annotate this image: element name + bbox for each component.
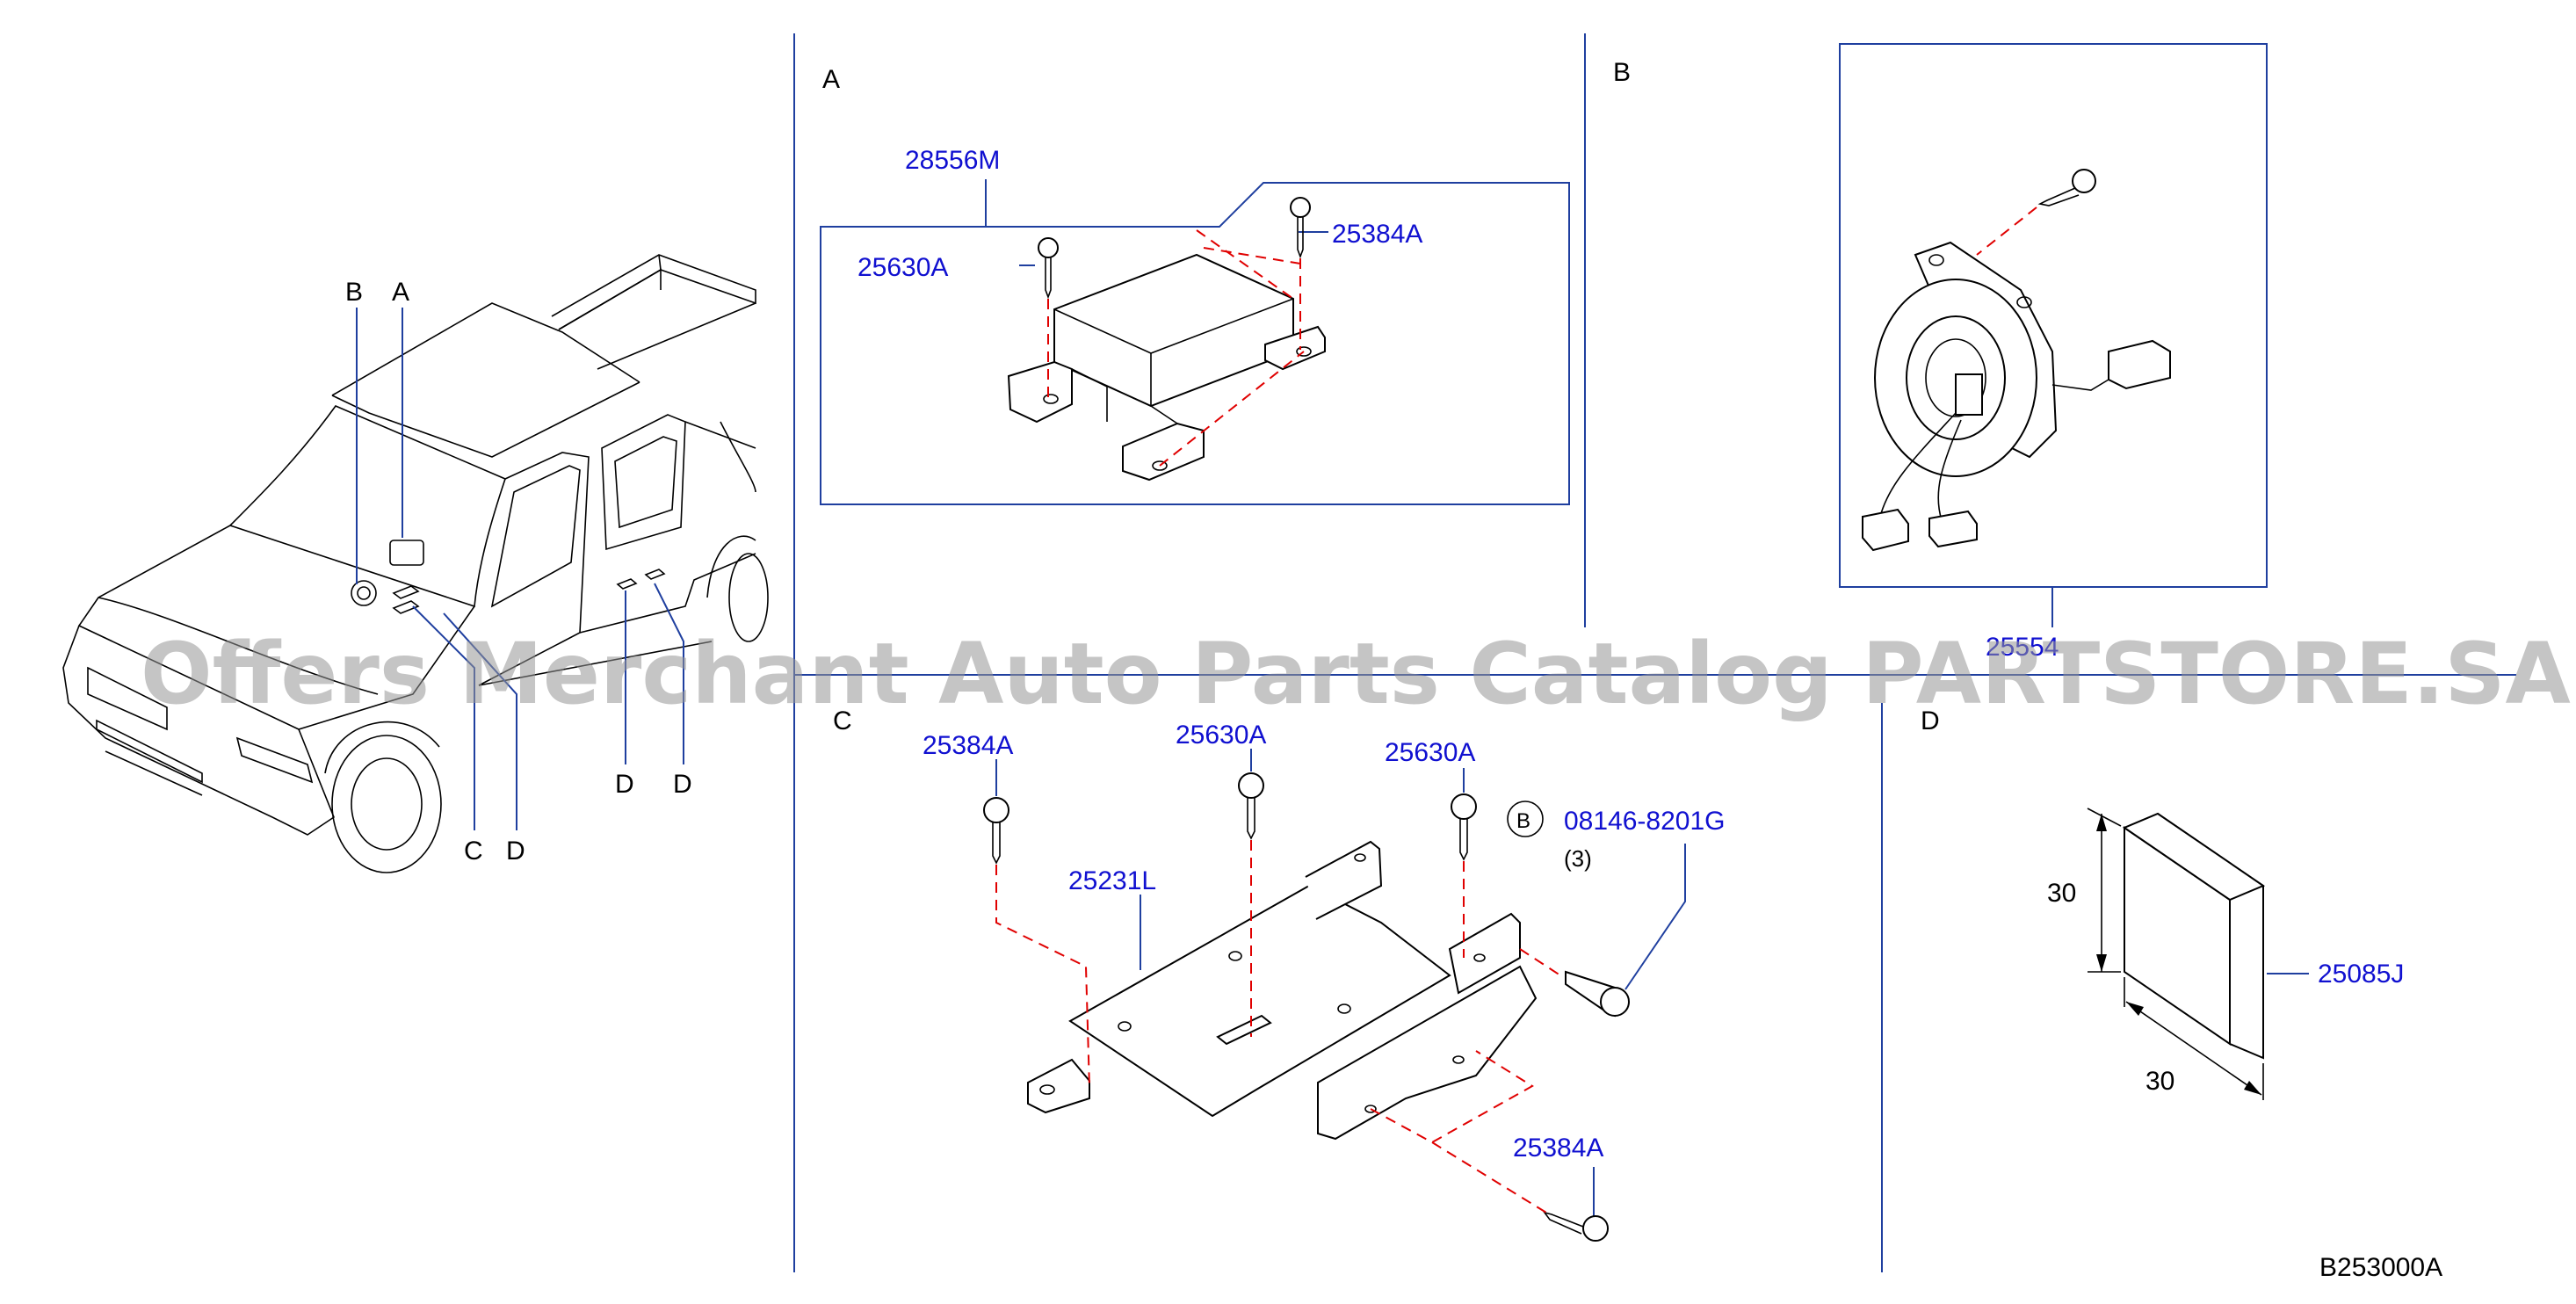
section-d-letter: D <box>1921 706 1940 735</box>
section-dividers <box>793 33 2516 1272</box>
section-b-drawing <box>1839 43 2268 627</box>
overview-leaders <box>356 308 684 830</box>
callout-b: B <box>345 278 363 307</box>
section-c-drawing <box>983 749 1686 1242</box>
callout-d-2: D <box>615 770 634 799</box>
callout-d-1: D <box>506 837 525 866</box>
section-b-letter: B <box>1613 58 1631 87</box>
callout-c: C <box>464 837 483 866</box>
part-25630a-a[interactable]: 25630A <box>857 253 948 282</box>
section-a-letter: A <box>822 65 840 94</box>
part-25630a-c2[interactable]: 25630A <box>1385 738 1475 767</box>
watermark: Offers Merchant Auto Parts Catalog PARTS… <box>141 625 2571 723</box>
part-25384a-c2[interactable]: 25384A <box>1513 1134 1603 1163</box>
part-08146-8201g[interactable]: 08146-8201G <box>1564 807 1726 836</box>
dimension-width: 30 <box>2145 1067 2174 1096</box>
part-25384a-c1[interactable]: 25384A <box>923 731 1013 760</box>
callout-d-3: D <box>673 770 692 799</box>
callout-a: A <box>392 278 409 307</box>
part-25384a-a[interactable]: 25384A <box>1332 220 1422 249</box>
section-d-drawing <box>2087 808 2309 1100</box>
bolt-quantity: (3) <box>1564 845 1592 872</box>
diagram-code: B253000A <box>2319 1253 2442 1282</box>
bolt-symbol-b: B <box>1516 809 1530 833</box>
part-25630a-c1[interactable]: 25630A <box>1176 721 1266 750</box>
part-28556m[interactable]: 28556M <box>905 146 1000 175</box>
section-c-letter: C <box>833 706 852 735</box>
truck-overview <box>62 254 769 873</box>
dimension-height: 30 <box>2047 879 2076 908</box>
part-25085j[interactable]: 25085J <box>2318 960 2404 989</box>
part-25554[interactable]: 25554 <box>1986 633 2059 662</box>
part-25231l[interactable]: 25231L <box>1068 866 1156 895</box>
section-a-drawing <box>820 179 1570 505</box>
